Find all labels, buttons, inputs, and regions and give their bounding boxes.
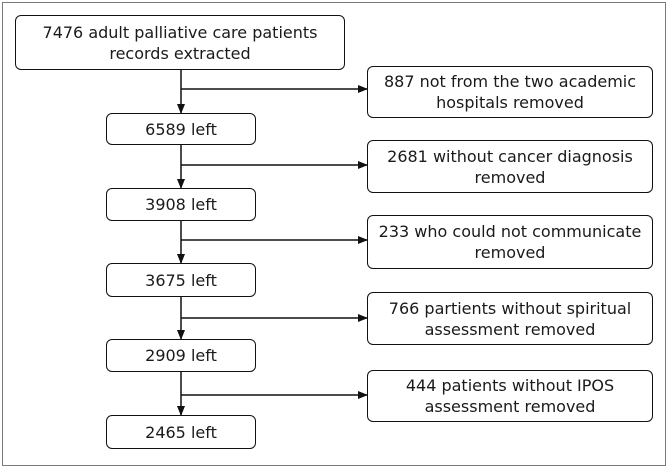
removed-box-4: 766 partients without spiritual assessme… xyxy=(367,292,653,345)
removed-2-line2: removed xyxy=(474,167,546,187)
start-line1: 7476 adult palliative care patients xyxy=(42,22,318,42)
left-box-4: 2909 left xyxy=(106,339,256,372)
removed-2-line1: 2681 without cancer diagnosis xyxy=(387,146,633,166)
removed-1-line1: 887 not from the two academic xyxy=(383,72,637,91)
removed-3-line1: 233 who could not communicate xyxy=(378,222,642,241)
left-count-5: 2465 left xyxy=(145,422,217,442)
removed-4-line2: assessment removed xyxy=(424,319,596,339)
start-line2: records extracted xyxy=(109,43,251,63)
removed-box-5: 444 patients without IPOS assessment rem… xyxy=(367,370,653,422)
start-box: 7476 adult palliative care patients reco… xyxy=(15,15,345,70)
removed-1-line2: hospitals removed xyxy=(436,93,584,112)
removed-5-line1: 444 patients without IPOS xyxy=(405,376,615,395)
removed-4-line1: 766 partients without spiritual xyxy=(388,298,632,318)
left-box-2: 3908 left xyxy=(106,188,256,221)
removed-box-3: 233 who could not communicate removed xyxy=(367,215,653,269)
left-box-1: 6589 left xyxy=(106,113,256,145)
left-count-3: 3675 left xyxy=(145,270,217,290)
removed-5-line2: assessment removed xyxy=(424,397,596,416)
left-count-4: 2909 left xyxy=(145,346,217,365)
left-count-2: 3908 left xyxy=(145,195,217,214)
left-box-3: 3675 left xyxy=(106,263,256,297)
left-box-5: 2465 left xyxy=(106,415,256,449)
left-count-1: 6589 left xyxy=(145,119,217,139)
removed-3-line2: removed xyxy=(474,243,546,262)
removed-box-1: 887 not from the two academic hospitals … xyxy=(367,66,653,118)
removed-box-2: 2681 without cancer diagnosis removed xyxy=(367,140,653,193)
